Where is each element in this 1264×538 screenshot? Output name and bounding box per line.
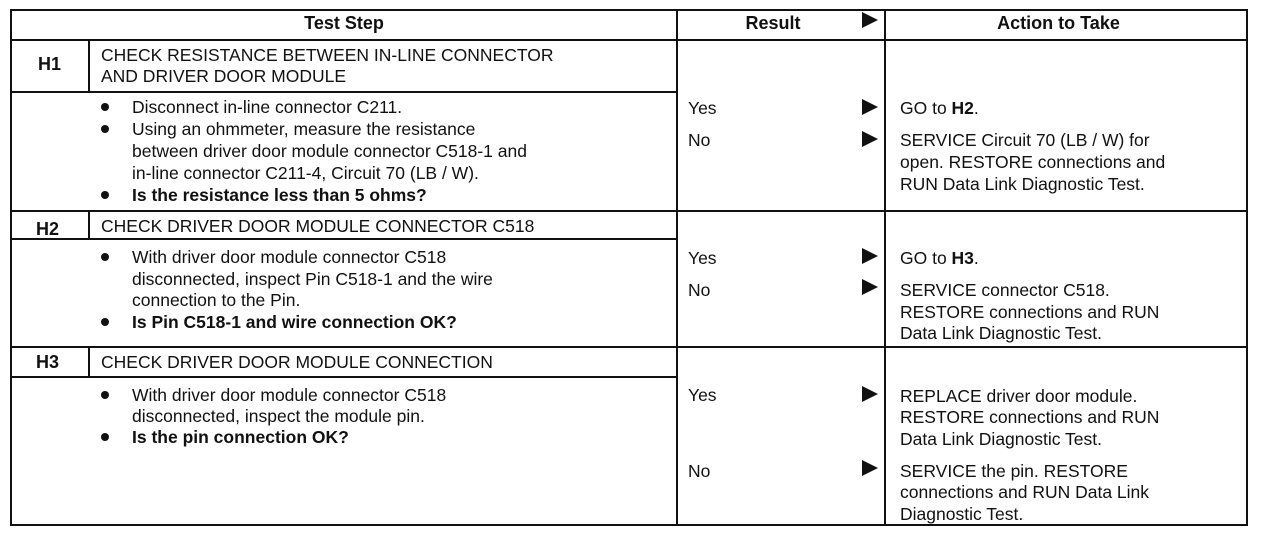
h1-bullet2-line1: Using an ohmmeter, measure the resistanc… (132, 119, 476, 139)
h3-yes-action-line1: REPLACE driver door module. (900, 386, 1138, 406)
h3-no-action-line1: SERVICE the pin. RESTORE (900, 461, 1128, 481)
h1-bullet2-line2: between driver door module connector C51… (132, 141, 527, 161)
arrow-icon (862, 131, 878, 147)
h3-question: Is the pin connection OK? (132, 427, 349, 447)
h3-no: No (688, 461, 711, 481)
h3-yes: Yes (688, 385, 717, 405)
h2-yes: Yes (688, 248, 717, 268)
step-id-h3: H3 (36, 352, 60, 372)
h2-h3-rule (10, 346, 1248, 348)
h1-yes: Yes (688, 98, 717, 118)
h2-bullet1-line1: With driver door module connector C518 (132, 247, 447, 267)
h1-bullet1: Disconnect in-line connector C211. (132, 97, 403, 117)
bullet-icon (101, 103, 109, 111)
arrow-icon (862, 248, 878, 264)
h3-title-line1: CHECK DRIVER DOOR MODULE CONNECTION (101, 352, 493, 372)
h3-yes-action-line2: RESTORE connections and RUN (900, 407, 1160, 427)
h1-title-rule (10, 91, 676, 93)
h1-yes-action-target: H2 (951, 98, 974, 118)
h1-no: No (688, 130, 711, 150)
bullet-icon (101, 125, 109, 133)
h3-title-rule (10, 376, 676, 378)
h1-bullet2-line3: in-line connector C211-4, Circuit 70 (LB… (132, 163, 479, 183)
h2-no-action-line3: Data Link Diagnostic Test. (900, 323, 1103, 343)
h2-yes-action-prefix: GO to (900, 248, 952, 268)
h2-no-action-line1: SERVICE connector C518. (900, 280, 1110, 300)
h2-title-line1: CHECK DRIVER DOOR MODULE CONNECTOR C518 (101, 216, 535, 236)
arrow-icon (862, 386, 878, 402)
h2-no-action-line2: RESTORE connections and RUN (900, 302, 1160, 322)
h1-question: Is the resistance less than 5 ohms? (132, 185, 427, 205)
h1-no-action-line3: RUN Data Link Diagnostic Test. (900, 174, 1145, 194)
h1-yes-action-prefix: GO to (900, 98, 952, 118)
header-result: Result (745, 13, 801, 33)
step-id-h1: H1 (38, 54, 62, 74)
bullet-icon (101, 318, 109, 326)
h3-bullet1-line1: With driver door module connector C518 (132, 385, 447, 405)
arrow-icon (862, 99, 878, 115)
bullet-icon (101, 391, 109, 399)
h2-title-rule (10, 238, 676, 240)
h1-title-line2: AND DRIVER DOOR MODULE (101, 66, 347, 86)
h3-yes-action-line3: Data Link Diagnostic Test. (900, 429, 1103, 449)
step-id-h2: H2 (36, 219, 60, 239)
h2-yes-action-target: H3 (951, 248, 974, 268)
diagnostic-table (10, 9, 1248, 526)
h1-title-line1: CHECK RESISTANCE BETWEEN IN-LINE CONNECT… (101, 45, 554, 65)
header-test-step: Test Step (304, 13, 384, 33)
header-rule (10, 39, 1248, 41)
h2-question: Is Pin C518-1 and wire connection OK? (132, 312, 457, 332)
arrow-icon (862, 279, 878, 295)
h3-id-divider (88, 346, 90, 376)
column-divider-action (884, 9, 886, 524)
h1-h2-rule (10, 210, 1248, 212)
h2-bullet1-line3: connection to the Pin. (132, 290, 301, 310)
bullet-icon (101, 191, 109, 199)
h1-yes-action: GO to H2. (900, 98, 979, 120)
bullet-icon (101, 433, 109, 441)
h2-no: No (688, 280, 711, 300)
h2-yes-action-suffix: . (973, 248, 979, 268)
column-divider-result (676, 9, 678, 524)
h2-yes-action: GO to H3. (900, 248, 979, 270)
h2-bullet1-line2: disconnected, inspect Pin C518-1 and the… (132, 269, 493, 289)
h1-yes-action-suffix: . (973, 98, 979, 118)
h3-no-action-line3: Diagnostic Test. (900, 504, 1024, 524)
h2-id-divider (88, 210, 90, 238)
h3-no-action-line2: connections and RUN Data Link (900, 482, 1150, 502)
h1-no-action-line1: SERVICE Circuit 70 (LB / W) for (900, 130, 1150, 150)
bullet-icon (101, 253, 109, 261)
h1-no-action-line2: open. RESTORE connections and (900, 152, 1166, 172)
arrow-icon (862, 460, 878, 476)
header-arrow-icon (862, 12, 878, 28)
header-action: Action to Take (997, 13, 1120, 33)
h3-bullet1-line2: disconnected, inspect the module pin. (132, 406, 425, 426)
h1-id-divider (88, 39, 90, 91)
